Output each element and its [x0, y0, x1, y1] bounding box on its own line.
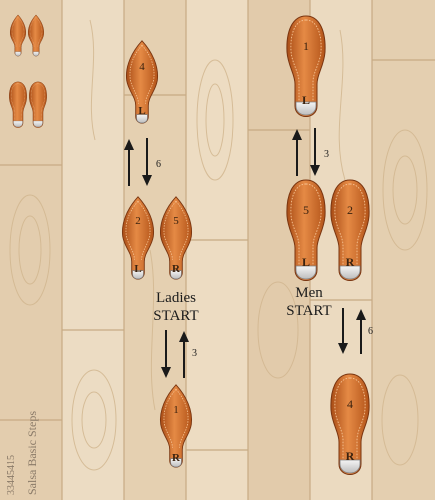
arrow-up-icon [179, 331, 189, 378]
men-arrows-upper: 3 [292, 128, 329, 176]
arrow-up-icon [124, 139, 134, 186]
arrow-down-icon [310, 128, 320, 176]
caption-title: Salsa Basic Steps [25, 411, 39, 495]
ladies-steps: 4 L 2 L 5 R 1 R 6 [121, 40, 199, 468]
step-number: 4 [139, 61, 145, 73]
step-number: 2 [135, 215, 141, 227]
heel-letter: L [138, 105, 145, 117]
men-step-5-footprint: 5 L [286, 179, 326, 281]
stock-id: 33445415 [6, 455, 17, 495]
step-number: 1 [303, 39, 309, 53]
ladies-step-1-footprint: 1 R [159, 384, 193, 468]
men-arrows-lower: 6 [338, 308, 373, 354]
heel-letter: R [172, 452, 181, 464]
men-start-label: Men START [286, 285, 331, 319]
side-caption: Salsa Basic Steps 33445415 [6, 411, 39, 495]
step-number: 5 [303, 203, 309, 217]
heel-letter: R [346, 449, 355, 463]
count-label: 6 [368, 326, 373, 337]
ladies-step-4-footprint: 4 L [125, 40, 159, 124]
step-number: 2 [347, 203, 353, 217]
ladies-arrows-lower: 3 [161, 330, 197, 378]
heel-letter: L [134, 263, 141, 275]
arrow-up-icon [292, 129, 302, 176]
step-number: 1 [173, 404, 179, 416]
heel-letter: R [172, 263, 181, 275]
ladies-title-line2: START [153, 308, 198, 324]
men-steps: 1 L 5 L 2 R 4 R 3 [286, 15, 373, 475]
step-number: 5 [173, 215, 179, 227]
arrow-down-icon [142, 138, 152, 186]
count-label: 3 [192, 348, 197, 359]
heel-letter: L [302, 255, 310, 269]
ladies-step-2-footprint: 2 L [121, 196, 155, 280]
ladies-title-line1: Ladies [156, 290, 196, 306]
arrow-down-icon [338, 308, 348, 354]
count-label: 3 [324, 149, 329, 160]
arrow-up-icon [356, 309, 366, 354]
men-title-line1: Men [295, 285, 323, 301]
heel-letter: L [302, 93, 310, 107]
ladies-arrows-upper: 6 [124, 138, 161, 186]
count-label: 6 [156, 159, 161, 170]
men-step-1-footprint: 1 L [286, 15, 326, 117]
step-number: 4 [347, 397, 353, 411]
ladies-start-label: Ladies START [153, 290, 198, 324]
heel-letter: R [346, 255, 355, 269]
men-step-4-footprint: 4 R [330, 373, 370, 475]
ladies-step-5-footprint: 5 R [159, 196, 193, 280]
men-step-2-footprint: 2 R [330, 179, 370, 281]
men-title-line2: START [286, 303, 331, 319]
arrow-down-icon [161, 330, 171, 378]
